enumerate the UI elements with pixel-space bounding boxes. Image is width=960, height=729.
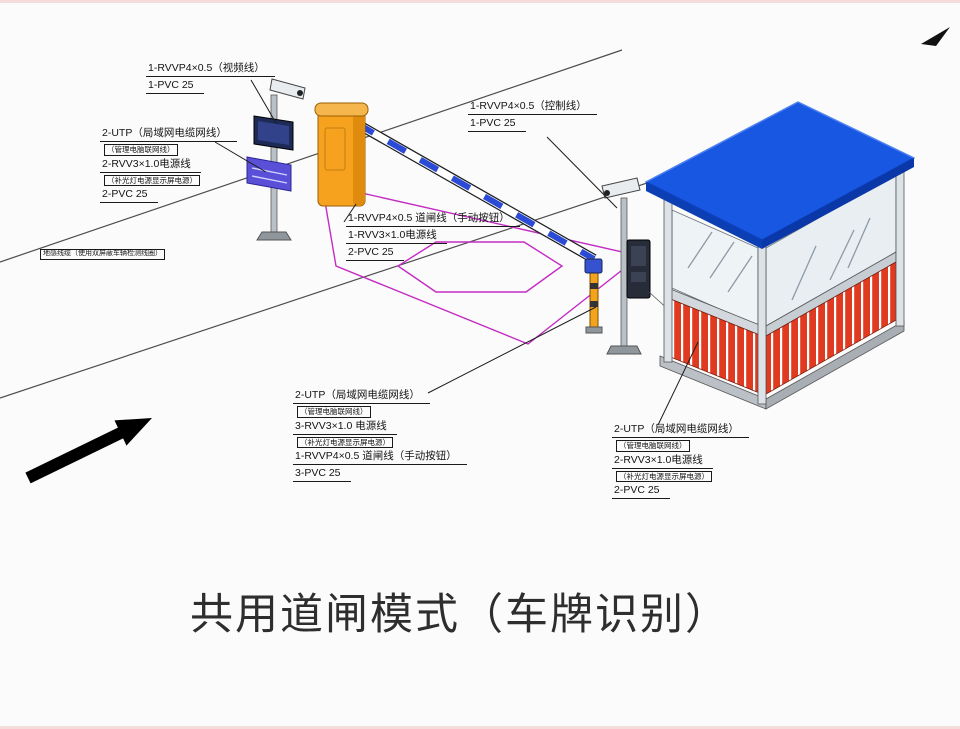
label-utp-booth: 2-UTP（局域网电缆网线） （管理电脑联网线） 2-RVV3×1.0电源线 （…	[612, 423, 749, 501]
booth-post-left	[663, 197, 673, 363]
conduit-spec: 2-PVC 25	[346, 246, 404, 262]
cable-spec-utp: 2-UTP（局域网电缆网线）	[612, 423, 749, 439]
cable-note: （补光灯电源显示屏电源）	[297, 436, 393, 448]
label-camera1-cables: 1-RVVP4×0.5（视频线） 1-PVC 25	[146, 62, 275, 96]
label-ground-loop: 地感线缆（使用双屏蔽车辆检测线圈）	[40, 249, 165, 260]
ground-loop-note: 地感线缆（使用双屏蔽车辆检测线圈）	[40, 249, 165, 260]
booth-post-right	[895, 161, 905, 327]
cable-note: （管理电脑联网线）	[297, 406, 371, 418]
cable-note: （管理电脑联网线）	[616, 440, 690, 452]
camera-1-icon	[269, 78, 306, 100]
button-box-icon	[584, 258, 603, 274]
conduit-spec: 1-PVC 25	[468, 117, 526, 133]
camera-pole-1	[246, 78, 306, 241]
corner-cursor-icon	[921, 27, 950, 46]
cable-note: （补光灯电源显示屏电源）	[616, 470, 712, 482]
cable-spec-power: 2-RVV3×1.0电源线	[612, 454, 713, 469]
manual-button-post	[584, 258, 603, 334]
cable-spec-video: 1-RVVP4×0.5（视频线）	[146, 62, 275, 78]
barrier-machine	[314, 102, 369, 207]
pole-1-base	[256, 231, 292, 241]
pole-2-base	[606, 345, 642, 355]
road-lines	[0, 49, 669, 399]
camera-2-icon	[601, 177, 641, 199]
label-utp-left: 2-UTP（局域网电缆网线） （管理电脑联网线） 2-RVV3×1.0电源线 （…	[100, 127, 237, 205]
conduit-spec: 2-PVC 25	[612, 484, 670, 500]
bottom-border-strip	[0, 726, 960, 729]
booth-roof-edge-left	[646, 182, 762, 249]
label-barrier-cables: 1-RVVP4×0.5 道闸线（手动按钮） 1-RVV3×1.0电源线 2-PV…	[346, 212, 520, 263]
cable-spec-power: 3-RVV3×1.0 电源线	[293, 420, 397, 435]
cable-note: （管理电脑联网线）	[104, 144, 178, 156]
conduit-spec: 1-PVC 25	[146, 79, 204, 95]
label-control-line: 1-RVVP4×0.5（控制线） 1-PVC 25	[468, 100, 597, 134]
camera-2-lens	[604, 190, 610, 196]
cable-spec-power: 1-RVV3×1.0电源线	[346, 229, 447, 245]
label-utp-bottom: 2-UTP（局域网电缆网线） （管理电脑联网线） 3-RVV3×1.0 电源线 …	[293, 389, 467, 484]
ground-loop-coil	[396, 241, 564, 293]
cable-spec-power: 2-RVV3×1.0电源线	[100, 158, 201, 173]
pole-2	[620, 197, 628, 347]
cable-note: （补光灯电源显示屏电源）	[104, 174, 200, 186]
guard-booth	[644, 101, 916, 410]
cable-spec-utp: 2-UTP（局域网电缆网线）	[293, 389, 430, 405]
cable-spec-utp: 2-UTP（局域网电缆网线）	[100, 127, 237, 143]
camera-pole-2	[601, 177, 703, 355]
booth-post-front	[757, 235, 767, 405]
cable-spec-barrier: 1-RVVP4×0.5 道闸线（手动按钮）	[293, 450, 467, 466]
top-border-strip	[0, 0, 960, 3]
detection-zone	[321, 183, 642, 345]
led-display-icon	[246, 156, 292, 192]
conduit-spec: 2-PVC 25	[100, 188, 158, 204]
camera-1-lens	[297, 90, 303, 96]
booth-base-right	[765, 320, 905, 410]
cable-spec-control: 1-RVVP4×0.5（控制线）	[468, 100, 597, 116]
direction-arrow-icon	[25, 418, 152, 484]
leader-lines	[214, 79, 699, 426]
conduit-spec: 3-PVC 25	[293, 467, 351, 483]
diagram-title: 共用道闸模式（车牌识别）	[190, 591, 730, 639]
cable-spec-barrier: 1-RVVP4×0.5 道闸线（手动按钮）	[346, 212, 520, 228]
glass-reflections	[687, 217, 871, 301]
booth-roof-edge-right	[762, 158, 914, 249]
